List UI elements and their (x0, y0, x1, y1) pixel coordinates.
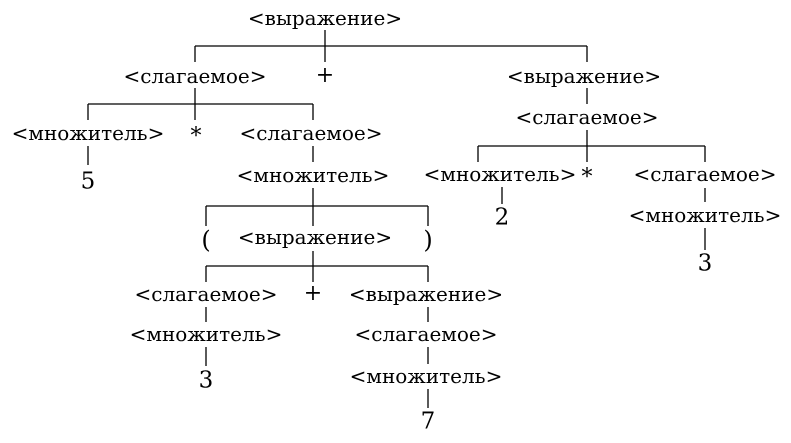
node-number-5: 5 (80, 168, 96, 195)
node-multiply-operator: * (581, 165, 593, 190)
node-factor: <множитель> (129, 322, 283, 346)
node-plus-operator: + (315, 63, 335, 88)
node-factor: <множитель> (423, 162, 577, 186)
node-right-paren: ) (423, 226, 433, 254)
node-factor: <множитель> (236, 163, 390, 187)
node-term: <слагаемое> (354, 322, 498, 346)
node-plus-operator: + (303, 281, 323, 306)
node-left-paren: ( (201, 226, 211, 254)
node-expression: <выражение> (237, 225, 393, 249)
node-term: <слагаемое> (239, 121, 383, 145)
node-factor: <множитель> (628, 203, 782, 227)
node-multiply-operator: * (190, 124, 202, 149)
node-term: <слагаемое> (515, 105, 659, 129)
node-number-7: 7 (420, 408, 436, 435)
node-number-3: 3 (198, 367, 214, 394)
node-number-2: 2 (494, 204, 510, 231)
node-factor: <множитель> (11, 121, 165, 145)
node-term: <слагаемое> (633, 162, 777, 186)
node-expression: <выражение> (506, 64, 662, 88)
node-factor: <множитель> (349, 364, 503, 388)
node-term: <слагаемое> (134, 282, 278, 306)
node-root-expression: <выражение> (247, 6, 403, 30)
node-term: <слагаемое> (123, 64, 267, 88)
node-number-3: 3 (697, 250, 713, 277)
node-expression: <выражение> (348, 282, 504, 306)
